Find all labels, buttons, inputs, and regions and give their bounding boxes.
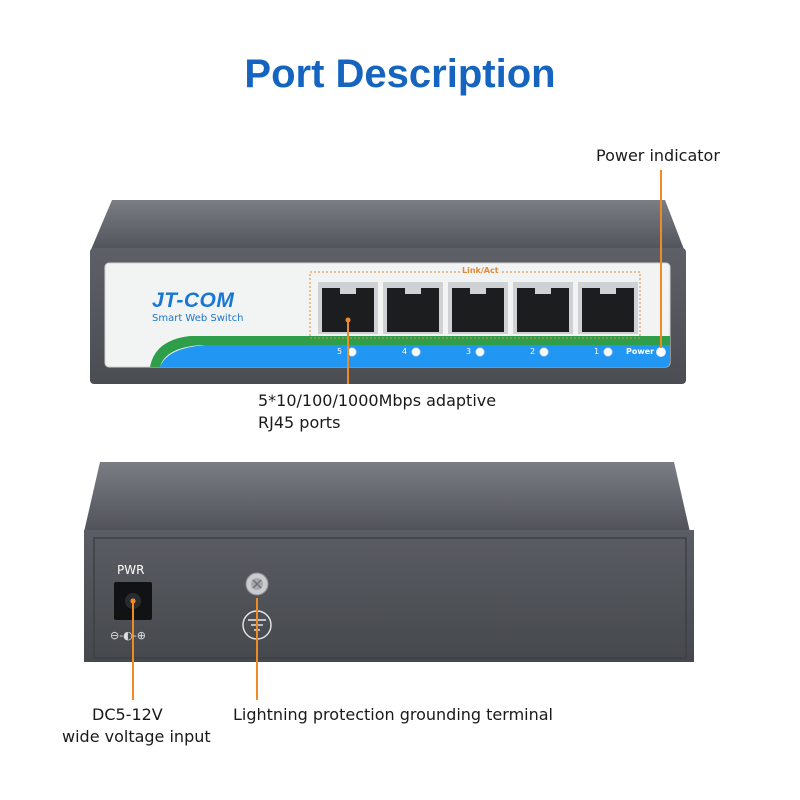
rj45-port-3 <box>448 282 508 334</box>
grounding-callout: Lightning protection grounding terminal <box>233 705 553 724</box>
power-indicator-callout: Power indicator <box>596 146 720 165</box>
page-title: Port Description <box>244 52 556 96</box>
polarity-symbol: ⊖-◐-⊕ <box>110 629 146 642</box>
power-led <box>656 347 666 357</box>
port-label-5: 5 <box>337 347 343 356</box>
link-act-label: Link/Act <box>460 266 501 275</box>
grounding-screw <box>245 572 269 596</box>
port-label-2: 2 <box>530 347 536 356</box>
dc-callout-line1: DC5-12V <box>92 705 163 724</box>
brand-subtitle: Smart Web Switch <box>152 313 244 324</box>
rj45-ports <box>318 282 638 334</box>
port-leds <box>347 347 666 357</box>
rj45-port-5 <box>318 282 378 334</box>
rear-switch <box>84 462 694 662</box>
rj45-port-1 <box>578 282 638 334</box>
rj45-port-4 <box>383 282 443 334</box>
port-label-4: 4 <box>402 347 408 356</box>
ports-callout-line1: 5*10/100/1000Mbps adaptive <box>258 391 497 410</box>
callout-lines <box>132 170 662 700</box>
dc-callout-line2: wide voltage input <box>62 727 211 746</box>
pwr-label: PWR <box>117 563 145 577</box>
port-label-1: 1 <box>594 347 600 356</box>
brand-logo: JT-COM <box>152 289 235 312</box>
ports-callout-line2: RJ45 ports <box>258 413 341 432</box>
power-label: Power <box>626 347 655 356</box>
rj45-port-2 <box>513 282 573 334</box>
front-switch <box>90 200 686 384</box>
port-label-3: 3 <box>466 347 472 356</box>
